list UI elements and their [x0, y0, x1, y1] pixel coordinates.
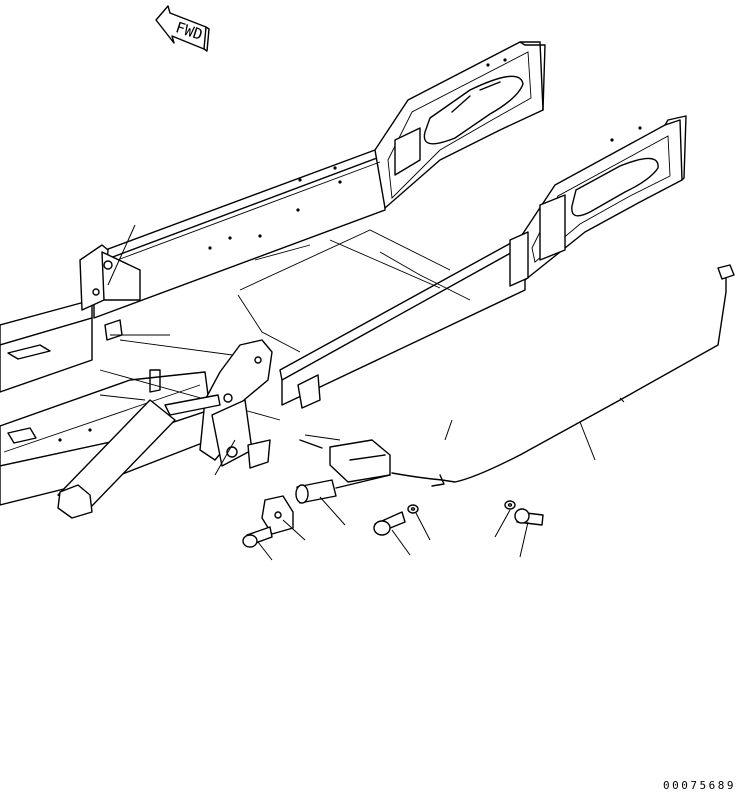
front-bracket — [80, 245, 140, 340]
cross-members — [100, 230, 470, 420]
plate — [262, 496, 293, 534]
right-frame-rail — [92, 42, 545, 318]
sensor-bracket — [298, 375, 390, 482]
hitch-bracket — [58, 340, 272, 518]
bolt — [374, 512, 405, 535]
bolt-3 — [515, 509, 543, 525]
cable-harness — [392, 265, 734, 486]
second-frame-rail — [280, 116, 686, 405]
washer-2 — [505, 501, 515, 509]
washer — [408, 505, 418, 513]
hole-dots — [58, 58, 642, 442]
bolt-2 — [243, 527, 272, 547]
fwd-arrow-icon: FWD — [156, 6, 209, 51]
leader-lines — [100, 225, 595, 560]
sensor-body — [296, 475, 390, 503]
drawing-number: 00075689 — [663, 779, 736, 792]
fwd-label: FWD — [173, 18, 204, 43]
